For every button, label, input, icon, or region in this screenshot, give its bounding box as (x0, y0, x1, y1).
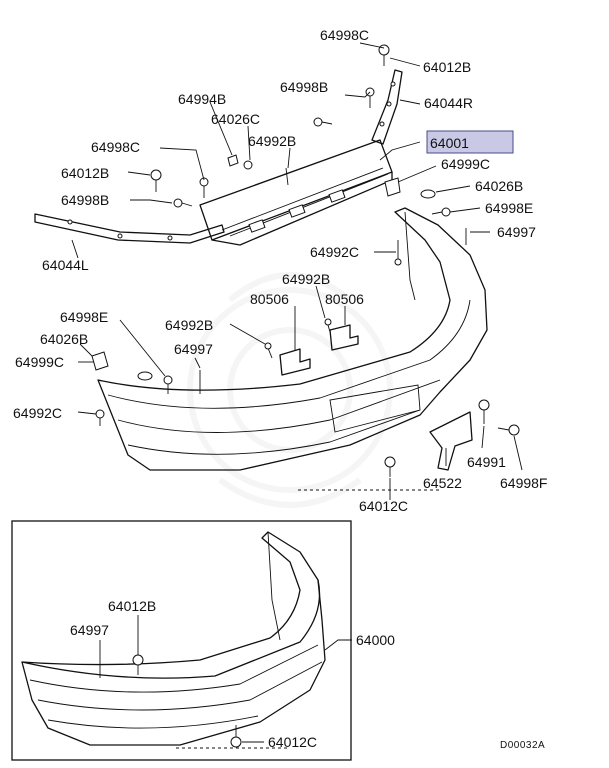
callout-64998b-top[interactable]: 64998B (280, 79, 328, 95)
leader-lines (71, 42, 523, 500)
callout-64012c[interactable]: 64012C (359, 498, 408, 514)
assembly-inset-box (11, 520, 352, 761)
callout-64012c-inset[interactable]: 64012C (268, 734, 317, 750)
callout-64994b[interactable]: 64994B (178, 91, 226, 107)
highlight-64001 (426, 130, 514, 154)
callout-64999c-left[interactable]: 64999C (15, 354, 64, 370)
callout-64992c-right[interactable]: 64992C (310, 244, 359, 260)
callout-64044l[interactable]: 64044L (42, 257, 89, 273)
callout-64998c-left[interactable]: 64998C (91, 139, 140, 155)
callout-64997-mid[interactable]: 64997 (174, 341, 213, 357)
diagram-code: D00032A (500, 740, 545, 751)
side-bracket-64522[interactable] (429, 411, 473, 471)
callout-labels: 64998C 64012B 64994B 64998B 64044R 64026… (13, 27, 547, 751)
callout-64992c-left[interactable]: 64992C (13, 405, 62, 421)
callout-64012b-top[interactable]: 64012B (423, 59, 471, 75)
callout-80506-left[interactable]: 80506 (250, 291, 289, 307)
callout-64000[interactable]: 64000 (356, 632, 395, 648)
bumper-upper-retainer[interactable] (199, 139, 393, 246)
callout-64998e-left[interactable]: 64998E (60, 309, 108, 325)
rear-bumper-assembly[interactable] (21, 531, 326, 749)
callout-64001[interactable]: 64001 (430, 135, 469, 151)
callout-64999c-right[interactable]: 64999C (441, 156, 490, 172)
side-retainer-left[interactable] (34, 213, 225, 244)
callout-64044r[interactable]: 64044R (424, 95, 473, 111)
callout-64522[interactable]: 64522 (423, 475, 462, 491)
callout-64026c[interactable]: 64026C (211, 111, 260, 127)
callout-64997-right[interactable]: 64997 (497, 224, 536, 240)
callout-64998f[interactable]: 64998F (500, 475, 547, 491)
callout-64991[interactable]: 64991 (467, 454, 506, 470)
bracket-80506-right[interactable] (329, 324, 359, 351)
callout-64998c-top[interactable]: 64998C (320, 27, 369, 43)
callout-64012b-left[interactable]: 64012B (61, 165, 109, 181)
callout-64992b-mid[interactable]: 64992B (282, 271, 330, 287)
callout-64992b-top[interactable]: 64992B (248, 133, 296, 149)
inset-fasteners (99, 615, 352, 748)
callout-64998e-right[interactable]: 64998E (485, 200, 533, 216)
rear-bumper-cover[interactable] (97, 207, 488, 471)
side-retainer-right[interactable] (371, 69, 403, 145)
callout-64992b-low[interactable]: 64992B (165, 317, 213, 333)
callout-64026b-right[interactable]: 64026B (475, 178, 523, 194)
callout-64997-inset[interactable]: 64997 (70, 622, 109, 638)
callout-64998b-left[interactable]: 64998B (61, 192, 109, 208)
callout-64012b-inset[interactable]: 64012B (108, 598, 156, 614)
fastener-clips (91, 44, 520, 477)
callout-64026b-left[interactable]: 64026B (40, 331, 88, 347)
callout-80506-right[interactable]: 80506 (325, 291, 364, 307)
bracket-80506-left[interactable] (279, 348, 311, 376)
